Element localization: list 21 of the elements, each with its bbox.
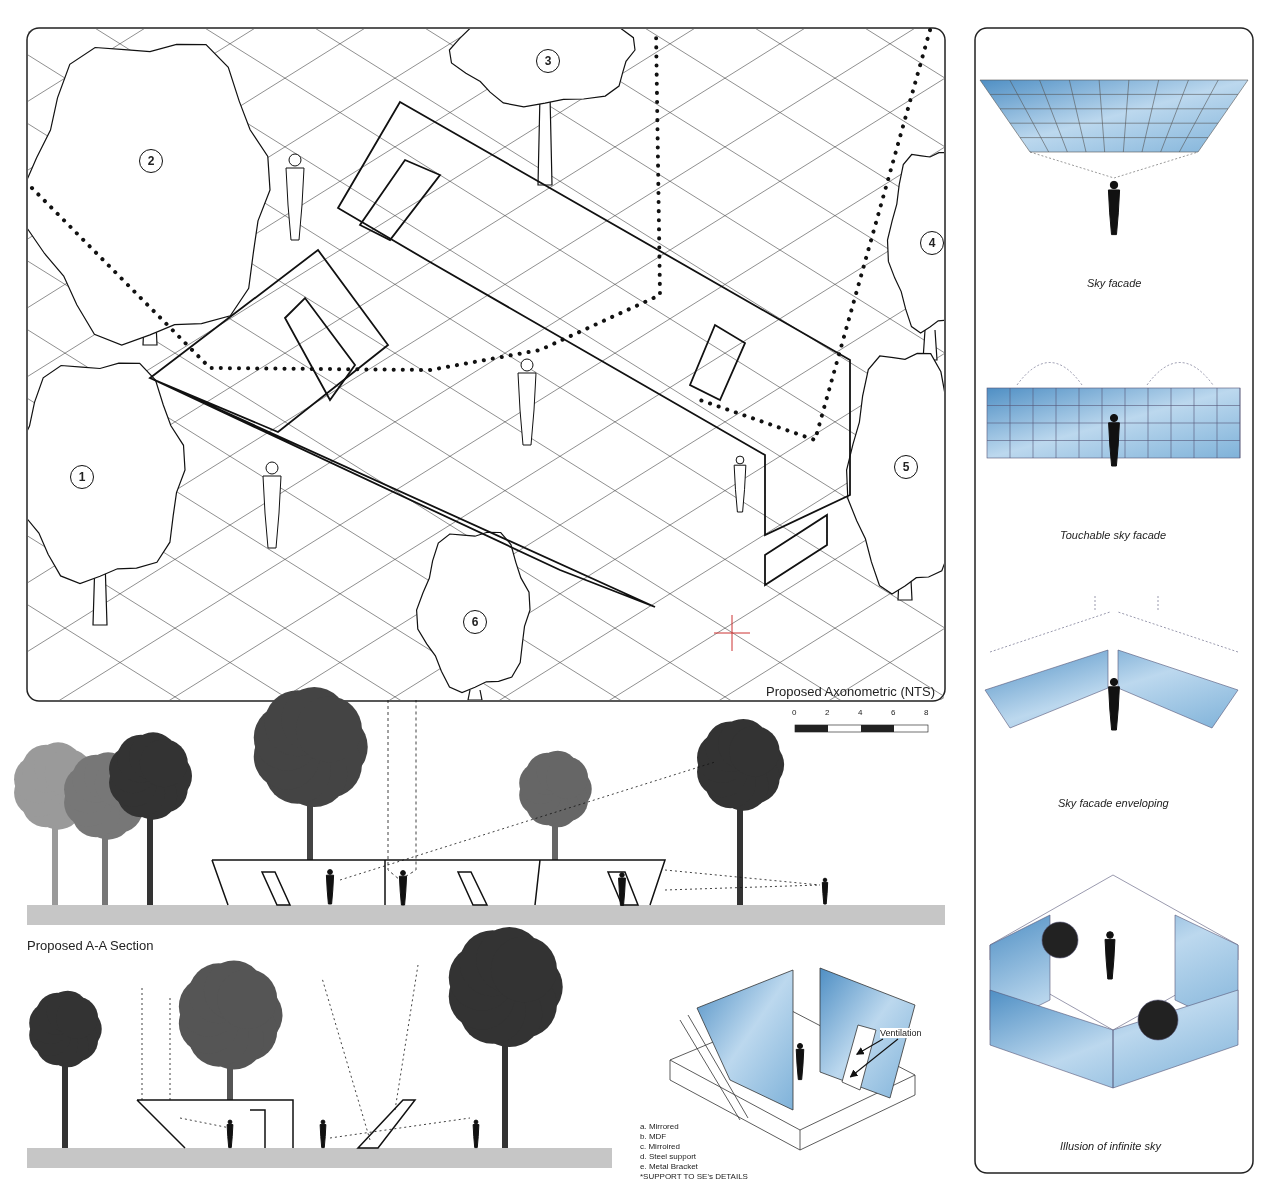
scale-number: 2 <box>825 708 830 717</box>
leader-arrow <box>849 1038 899 1078</box>
scale-number: 0 <box>792 708 797 717</box>
leader-arrow <box>855 1038 884 1055</box>
panel-caption: Sky facade <box>1087 277 1142 289</box>
drawing-title: Proposed A-A Section <box>27 938 154 953</box>
legend-note: e. Metal Bracket <box>640 1162 698 1171</box>
scale-number: 8 <box>924 708 929 717</box>
window-opening <box>841 1024 877 1091</box>
scale-number: 4 <box>858 708 863 717</box>
scale-number: 6 <box>891 708 896 717</box>
panel-caption: Sky facade enveloping <box>1058 797 1169 809</box>
panel-caption: Illusion of infinite sky <box>1060 1140 1161 1152</box>
legend-note: b. MDF <box>640 1132 667 1141</box>
legend-note: a. Mirrored <box>640 1122 679 1131</box>
legend-note: *SUPPORT TO SE's DETAILS <box>640 1172 748 1181</box>
legend-note: c. Mirroired <box>640 1142 680 1151</box>
legend-note: d. Steel support <box>640 1152 697 1161</box>
panel-caption: Touchable sky facade <box>1060 529 1166 541</box>
drawing-title: Proposed Axonometric (NTS) <box>766 684 936 699</box>
callout-text: Ventilation <box>880 1028 922 1038</box>
